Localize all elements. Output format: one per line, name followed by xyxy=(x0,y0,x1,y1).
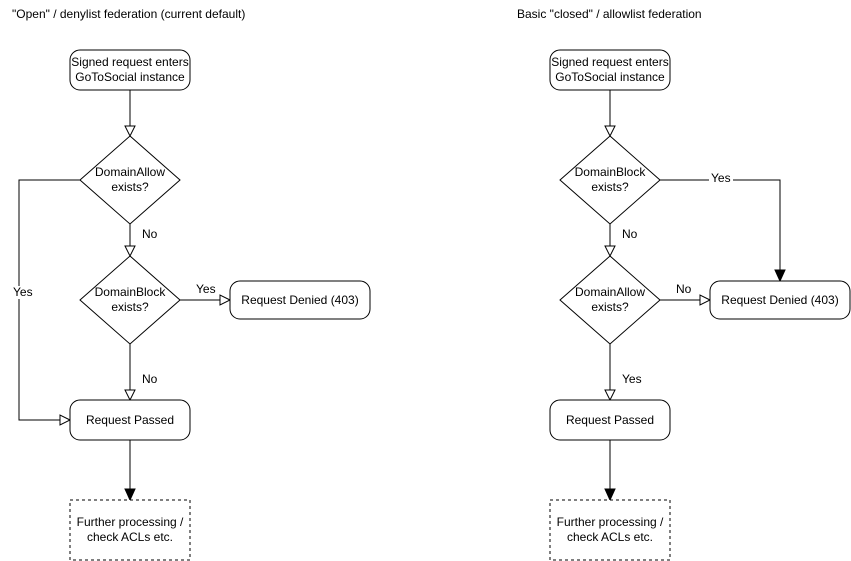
right-edge-label-d1-no: No xyxy=(620,227,640,241)
right-decision1-diamond xyxy=(559,135,661,225)
left-denied-label: Request Denied (403) xyxy=(241,292,359,307)
left-open-arrowhead-3 xyxy=(59,414,72,426)
right-decision1-label: DomainBlock exists? xyxy=(574,165,646,194)
right-passed-label: Request Passed xyxy=(565,412,655,427)
right-open-arrowhead-1 xyxy=(604,125,616,138)
right-decision1-yes-to-denied-connector xyxy=(660,179,781,270)
left-decision2-diamond xyxy=(79,255,181,345)
right-denied-label: Request Denied (403) xyxy=(721,292,839,307)
right-edge-label-d2-yes: Yes xyxy=(620,372,644,386)
right-open-arrowhead-2 xyxy=(604,245,616,258)
left-edge-label-d2-no: No xyxy=(140,372,160,386)
right-decision2-diamond xyxy=(559,255,661,345)
right-start-label: Signed request enters GoToSocial instanc… xyxy=(551,55,669,84)
right-solid-arrowhead-1 xyxy=(774,269,786,283)
left-chart-title: "Open" / denylist federation (current de… xyxy=(12,7,246,21)
right-open-arrowhead-3 xyxy=(699,294,712,306)
right-chart-title: Basic "closed" / allowlist federation xyxy=(517,7,702,21)
right-further-label: Further processing / check ACLs etc. xyxy=(556,515,664,544)
left-further-label: Further processing / check ACLs etc. xyxy=(76,515,184,544)
left-passed-box xyxy=(69,399,191,441)
right-edge-label-d2-no: No xyxy=(674,282,694,296)
left-edge-label-d1-no: No xyxy=(140,227,160,241)
right-solid-arrowhead-2 xyxy=(604,488,616,502)
right-edge-label-d1-yes: Yes xyxy=(709,171,733,185)
right-further-box xyxy=(549,499,671,561)
left-decision1-yes-to-passed-connector xyxy=(18,179,80,421)
right-decision2-label: DomainAllow exists? xyxy=(574,285,646,314)
left-decision1-label: DomainAllow exists? xyxy=(94,165,166,194)
left-open-arrowhead-5 xyxy=(124,389,136,402)
left-further-box xyxy=(69,499,191,561)
left-solid-arrowhead-1 xyxy=(124,488,136,502)
right-open-arrowhead-4 xyxy=(604,389,616,402)
left-open-arrowhead-1 xyxy=(124,125,136,138)
left-edge-label-d1-yes: Yes xyxy=(11,285,35,299)
right-denied-box xyxy=(709,280,851,320)
left-start-label: Signed request enters GoToSocial instanc… xyxy=(71,55,189,84)
left-decision1-diamond xyxy=(79,135,181,225)
left-open-arrowhead-2 xyxy=(124,245,136,258)
left-open-arrowhead-4 xyxy=(219,294,232,306)
left-denied-box xyxy=(229,280,371,320)
left-edge-label-d2-yes: Yes xyxy=(194,282,218,296)
left-passed-label: Request Passed xyxy=(85,412,175,427)
left-decision2-label: DomainBlock exists? xyxy=(94,285,166,314)
right-passed-box xyxy=(549,399,671,441)
left-start-box xyxy=(69,49,191,91)
right-start-box xyxy=(549,49,671,91)
